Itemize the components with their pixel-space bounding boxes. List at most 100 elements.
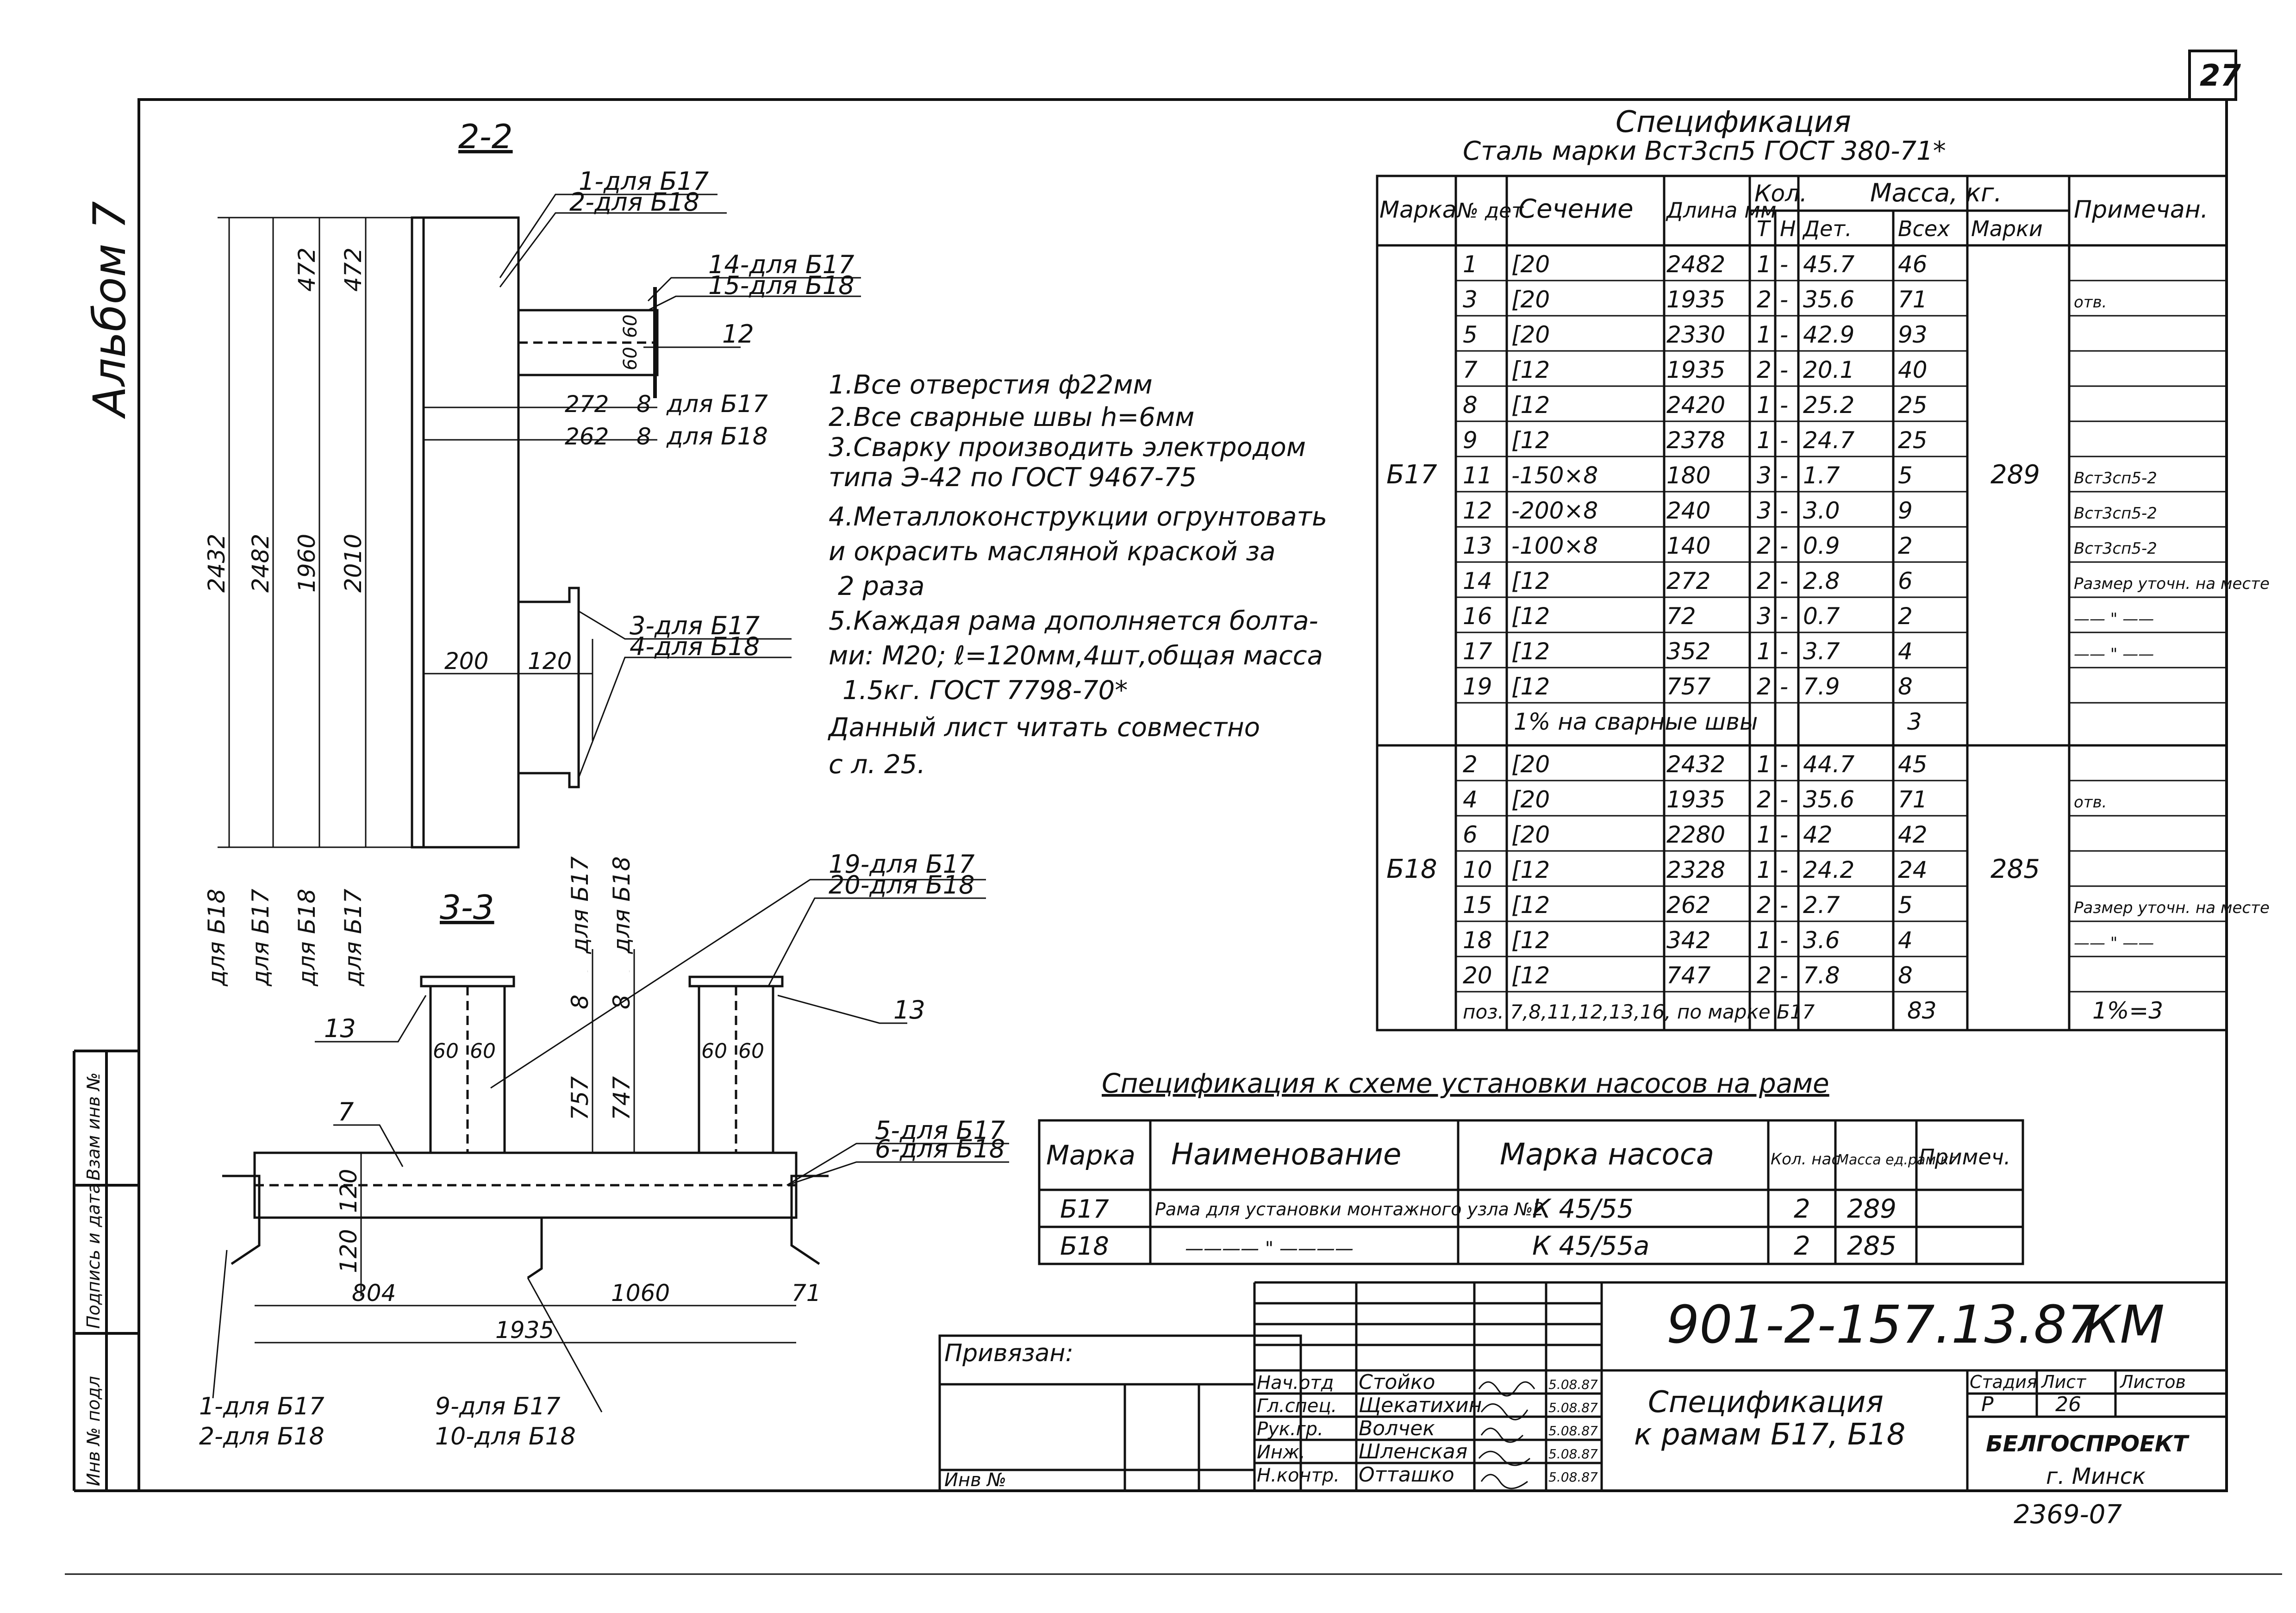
spec-cell: [20 [1511, 286, 1550, 313]
spec-cell: 747 [1666, 962, 1711, 989]
dim-2010: 2010 [340, 534, 367, 593]
spec-cell: 2.8 [1803, 568, 1840, 594]
leader-2-b18: 2-для Б18 [569, 188, 699, 217]
org-name: БЕЛГОСПРОЕКТ [1986, 1431, 2190, 1457]
spec-cell: 25.2 [1803, 392, 1854, 419]
leader-7: 7 [338, 1097, 354, 1126]
pump-hdr-marka: Марка [1046, 1139, 1136, 1171]
spec-cell: 1 [1757, 251, 1772, 278]
section-3-3: 3-3 [199, 850, 1009, 1450]
dim-262: 262 [565, 423, 609, 450]
spec-cell: 352 [1666, 638, 1710, 665]
stage-value: Р [1981, 1393, 1994, 1416]
section-2-2: 2-2 [203, 117, 861, 987]
spec-cell: [12 [1511, 962, 1550, 989]
dim-2482: 2482 [247, 534, 274, 593]
spec-cell: - [1780, 251, 1788, 278]
spec-cell: 1 [1757, 751, 1772, 778]
spec-cell: [20 [1511, 321, 1550, 348]
spec-cell: [20 [1511, 751, 1550, 778]
spec-cell: 45 [1898, 751, 1928, 778]
spec-cell: 2 [1757, 962, 1772, 989]
hdr-mass-marki: Марки [1971, 216, 2043, 241]
spec-cell: 1 [1757, 427, 1772, 454]
spec-cell: 40 [1898, 356, 1928, 383]
spec-cell: 25 [1898, 392, 1928, 419]
spec-cell: 13 [1463, 532, 1492, 559]
spec-cell: 2 [1463, 751, 1478, 778]
spec-cell: - [1780, 321, 1788, 348]
dim-60-b: 60 [620, 314, 641, 338]
bottom-note-2: 2-для Б18 [199, 1423, 324, 1450]
pump-hdr-pump: Марка насоса [1500, 1138, 1714, 1172]
bottom-note-9: 9-для Б17 [435, 1393, 561, 1420]
spec-cell: 180 [1666, 462, 1710, 489]
spec-cell: [20 [1511, 821, 1550, 848]
spec-cell: - [1780, 603, 1788, 630]
spec-cell: 2330 [1666, 321, 1725, 348]
signatures [1478, 1381, 1535, 1489]
leader-13-b: 13 [893, 995, 925, 1025]
spec-cell: 45.7 [1803, 251, 1855, 278]
bottom-note-1: 1-для Б17 [199, 1393, 324, 1420]
dim-120-a: 120 [335, 1169, 362, 1213]
leader-19-b17: 19-для Б17 [829, 850, 974, 879]
dim-472-a: 472 [293, 248, 320, 292]
spec-cell: 2 [1898, 532, 1913, 559]
hdr-length: Длина мм [1666, 198, 1777, 223]
note-line: 1.Все отверстия ф22мм [829, 370, 1153, 400]
role-ruk-gr: Рук.гр. [1257, 1419, 1323, 1440]
spec-cell: - [1780, 751, 1788, 778]
role-n-kontr: Н.контр. [1257, 1465, 1340, 1486]
spec-cell: - [1780, 286, 1788, 313]
leader-14-b17: 14-для Б17 [708, 250, 854, 279]
date-3: 5.08.87 [1548, 1423, 1598, 1438]
pump-r2-pump: К 45/55а [1532, 1231, 1649, 1261]
spec-group-mass: 285 [1990, 854, 2040, 884]
spec-cell: 35.6 [1803, 786, 1854, 813]
strip-vzam: Взам инв № [83, 1072, 104, 1181]
hdr-marka: Марка [1379, 196, 1456, 223]
spec-cell: - [1780, 892, 1788, 919]
archive-number: 2369-07 [2014, 1500, 2122, 1530]
section-3-3-title: 3-3 [440, 888, 494, 927]
spec-cell: Вст3сп5-2 [2074, 504, 2157, 523]
spec-cell: 0.7 [1803, 603, 1840, 630]
note-line: 3.Сварку производить электродом [829, 432, 1306, 463]
org-city: г. Минск [2046, 1463, 2146, 1489]
dim-for-b17-c: для Б17 [567, 856, 593, 954]
spec-cell: 10 [1463, 857, 1492, 883]
note-line: 4.Металлоконструкции огрунтовать [829, 502, 1327, 532]
spec-cell: отв. [2074, 793, 2107, 812]
spec-group-marka: Б18 [1386, 854, 1437, 884]
spec-cell: 2 [1757, 673, 1772, 700]
spec-footer-value: 83 [1907, 997, 1937, 1024]
dim-60-a: 60 [620, 347, 641, 370]
spec-cell: - [1780, 821, 1788, 848]
name-ottashko: Отташко [1359, 1463, 1454, 1487]
spec-cell: - [1780, 962, 1788, 989]
spec-cell: 5 [1463, 321, 1478, 348]
spec-grid [1376, 175, 2228, 1032]
spec-cell: Размер уточн. на месте [2074, 575, 2270, 593]
hdr-qty: Кол. [1754, 180, 1807, 207]
spec-cell: 25 [1898, 427, 1928, 454]
spec-cell: 20.1 [1803, 356, 1854, 383]
leader-20-b18: 20-для Б18 [829, 870, 974, 900]
spec-cell: 46 [1898, 251, 1928, 278]
strip-inv-podl: Инв № подл [83, 1376, 104, 1486]
spec-cell: 1 [1757, 392, 1772, 419]
leader-4-b18: 4-для Б18 [630, 632, 760, 661]
spec-cell: - [1780, 462, 1788, 489]
pump-r2-qty: 2 [1794, 1231, 1810, 1261]
spec-footer-label: 1% на сварные швы [1514, 708, 1758, 735]
spec-cell: 272 [1666, 568, 1710, 594]
title-inv: Инв № [944, 1469, 1006, 1491]
spec-cell: 0.9 [1803, 532, 1840, 559]
spec-cell: 8 [1463, 392, 1478, 419]
pump-spec-table: Спецификация к схеме установки насосов н… [1038, 1068, 2024, 1265]
note-line: 5.Каждая рама дополняется болта- [829, 606, 1318, 636]
spec-cell: 757 [1666, 673, 1711, 700]
role-inzh: Инж. [1257, 1442, 1305, 1463]
spec-cell: - [1780, 356, 1788, 383]
